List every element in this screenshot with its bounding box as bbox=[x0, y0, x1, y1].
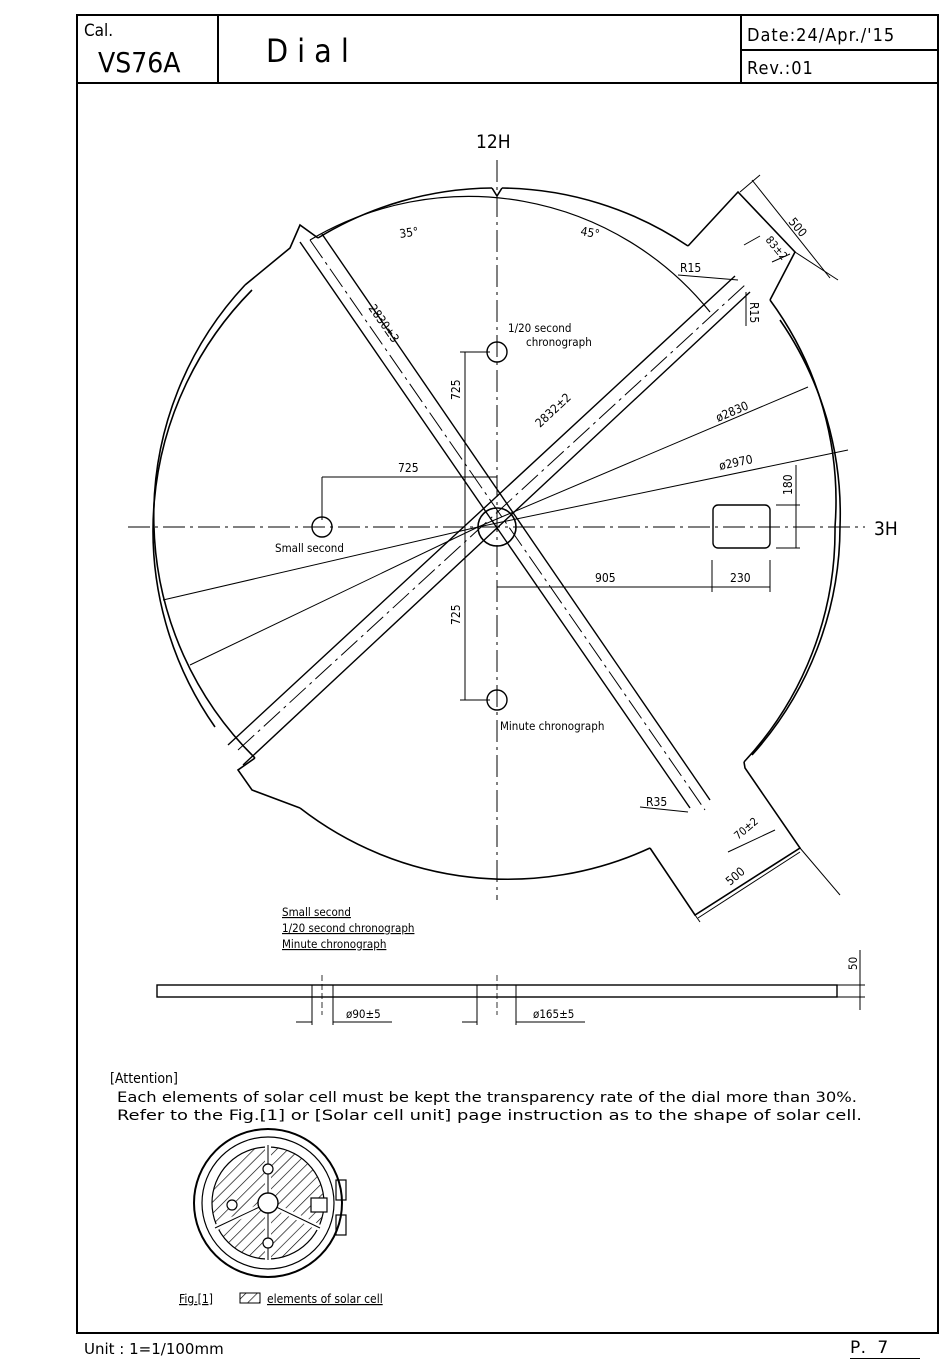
cal-label: Cal. bbox=[84, 21, 113, 41]
axis-label-3h: 3H bbox=[874, 518, 898, 540]
dim-v-upper: 725 bbox=[449, 379, 463, 400]
subdial-left-hole bbox=[311, 516, 333, 538]
figure-caption-prefix: Fig.[1] bbox=[179, 1292, 213, 1306]
dim-window-h: 180 bbox=[781, 474, 795, 495]
solar-cell-figure bbox=[193, 1128, 347, 1278]
side-thickness: 50 bbox=[846, 957, 860, 970]
page-number: P. 7 bbox=[850, 1338, 920, 1359]
drawing-title: Dial bbox=[266, 32, 358, 70]
dim-notch-w-bottom: 500 bbox=[723, 864, 748, 888]
subdial-bottom-label: Minute chronograph bbox=[500, 719, 604, 733]
dim-dia-outer: ø2970 bbox=[718, 452, 754, 473]
attention-line-1: Each elements of solar cell must be kept… bbox=[117, 1090, 857, 1106]
date-field: Date:24/Apr./'15 bbox=[747, 25, 895, 46]
dim-diag2: 2832±2 bbox=[532, 390, 573, 430]
dim-notch-w-top: 500 bbox=[786, 215, 810, 240]
dial-outline bbox=[152, 187, 842, 917]
dim-r15-a: R15 bbox=[680, 261, 701, 275]
dim-h-left: 725 bbox=[398, 461, 419, 475]
subdial-top-label-2: chronograph bbox=[526, 335, 592, 349]
dim-h-905: 905 bbox=[595, 571, 616, 585]
dim-angle-left: 35° bbox=[398, 224, 419, 241]
center-hole bbox=[477, 507, 517, 547]
drawing-frame bbox=[76, 14, 939, 1334]
attention-line-2: Refer to the Fig.[1] or [Solar cell unit… bbox=[117, 1108, 862, 1124]
axis-label-12h: 12H bbox=[476, 131, 511, 153]
dim-angle-right: 45° bbox=[579, 224, 600, 241]
dim-r35: R35 bbox=[646, 795, 667, 809]
hatch-legend-swatch bbox=[239, 1292, 261, 1304]
legend-minute-chrono: Minute chronograph bbox=[282, 937, 386, 951]
subdial-left-label: Small second bbox=[275, 541, 344, 555]
dim-notch-cut-top: 83±2 bbox=[763, 234, 790, 263]
diagonal-slot-lines bbox=[227, 233, 751, 809]
center-lines bbox=[128, 160, 865, 900]
subdial-bottom-hole bbox=[486, 689, 508, 711]
dim-diag1: 2830±3 bbox=[366, 302, 402, 346]
subdial-top-hole bbox=[486, 341, 508, 363]
side-view bbox=[156, 950, 865, 1025]
unit-note: Unit : 1=1/100mm bbox=[84, 1340, 224, 1358]
dimension-lines bbox=[162, 174, 849, 923]
dim-r15-b: R15 bbox=[747, 302, 761, 323]
cal-value: VS76A bbox=[98, 46, 181, 79]
dim-v-lower: 725 bbox=[449, 604, 463, 625]
legend-small-second: Small second bbox=[282, 905, 351, 919]
figure-caption-suffix: elements of solar cell bbox=[267, 1292, 383, 1306]
side-hole-small: ø90±5 bbox=[346, 1007, 381, 1021]
dim-dia-inner: ø2830 bbox=[714, 399, 751, 425]
subdial-top-label-1: 1/20 second bbox=[508, 321, 571, 335]
side-hole-center: ø165±5 bbox=[533, 1007, 574, 1021]
revision-field: Rev.:01 bbox=[747, 58, 814, 79]
dim-h-230: 230 bbox=[730, 571, 751, 585]
title-block bbox=[76, 14, 939, 84]
angle-arc bbox=[309, 195, 711, 313]
date-window bbox=[712, 504, 771, 549]
legend-120-chrono: 1/20 second chronograph bbox=[282, 921, 414, 935]
attention-heading: [Attention] bbox=[110, 1071, 178, 1087]
